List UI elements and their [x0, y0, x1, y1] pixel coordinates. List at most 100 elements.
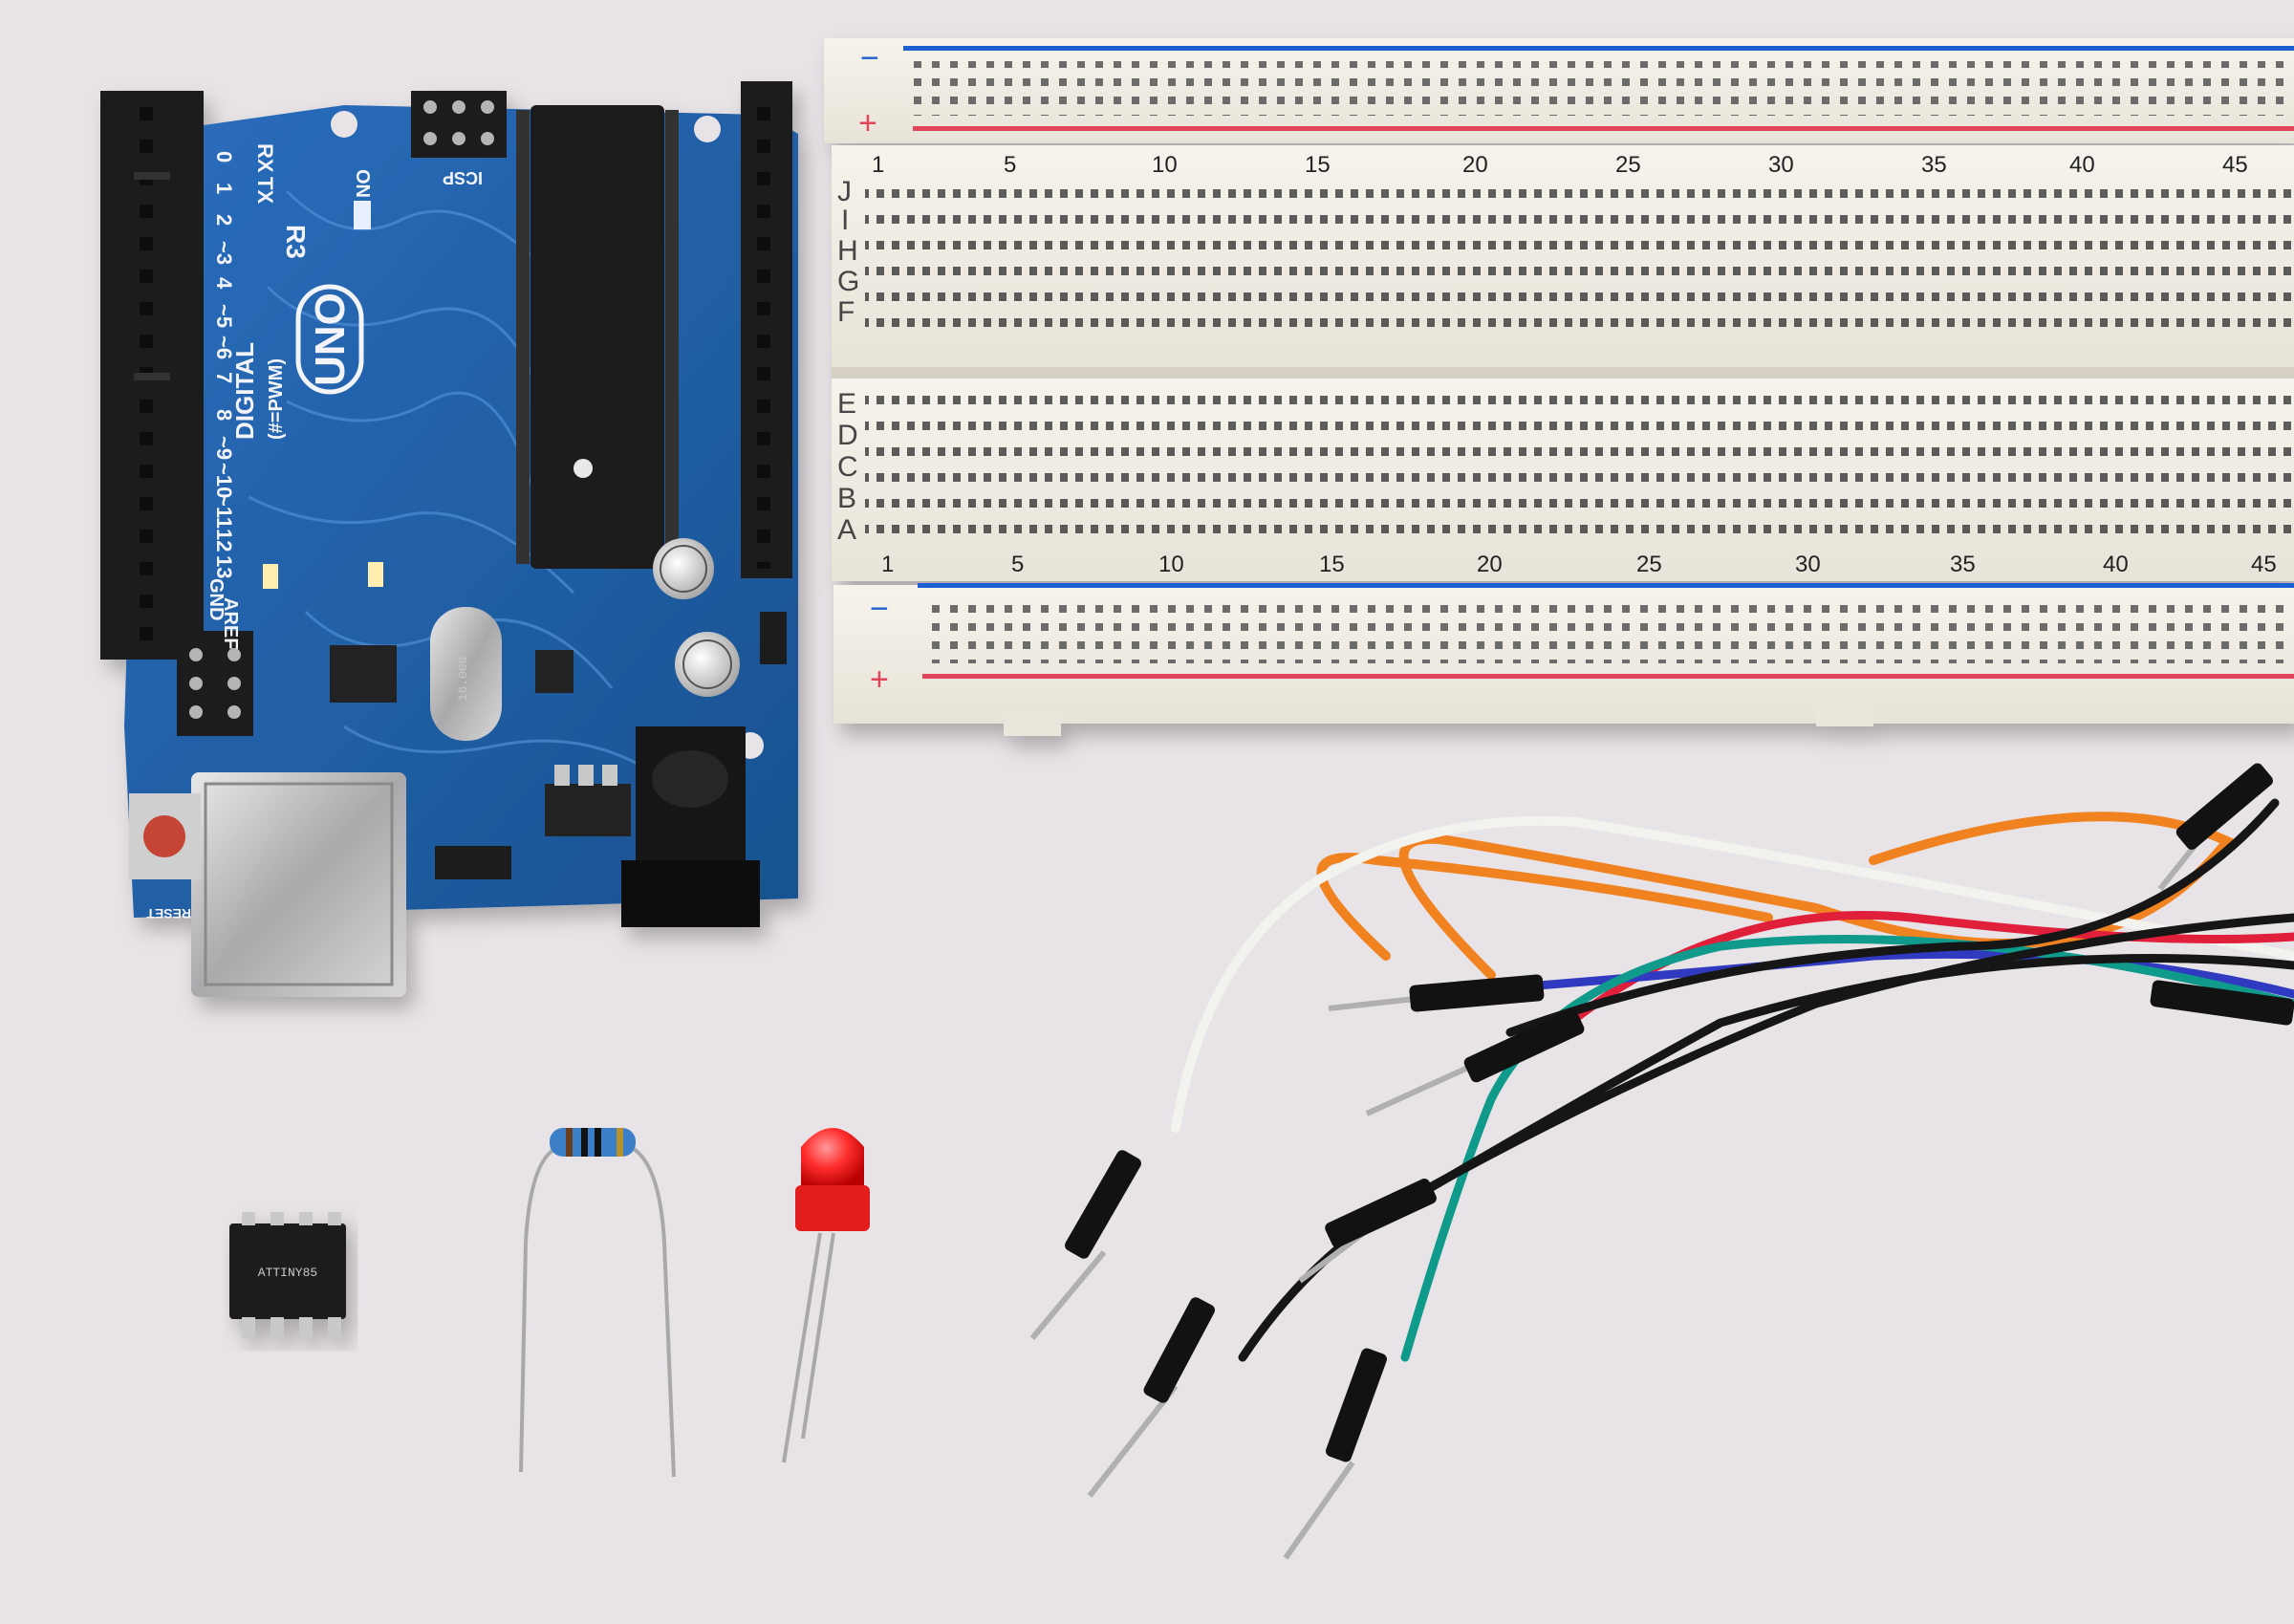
- row-labels-bottom: E D C B A: [837, 388, 858, 546]
- pin-label: 1: [212, 183, 236, 194]
- pin-label: 8: [212, 409, 236, 421]
- row-label: I: [841, 205, 849, 236]
- column-number: 1: [872, 152, 884, 178]
- column-number: 5: [1004, 152, 1016, 178]
- row-label: F: [837, 296, 855, 328]
- voltage-regulator: [545, 784, 631, 836]
- wire-pin: [1328, 974, 1545, 1012]
- pin-label: ~6: [212, 336, 236, 359]
- wire-black: [1333, 954, 2294, 1247]
- row-label: B: [837, 483, 856, 514]
- row-labels-top: J I H G F: [837, 176, 859, 328]
- pwm-note: (#=PWM): [266, 358, 287, 440]
- jumper-pins: [1029, 763, 2294, 1560]
- ic-marking: ATTINY85: [258, 1266, 317, 1280]
- wire-black: [1505, 798, 2280, 1037]
- tx-label: TX: [253, 177, 277, 204]
- onboard-led-on: [354, 201, 371, 229]
- regulator-ic: [535, 650, 574, 693]
- column-number: 15: [1319, 552, 1345, 577]
- wire-white: [1171, 815, 2294, 1133]
- resistor: [519, 1128, 676, 1478]
- wire-pin: [1298, 1179, 1437, 1284]
- column-number: 1: [881, 552, 894, 577]
- pin-label: 13: [212, 555, 236, 578]
- column-number: 5: [1011, 552, 1024, 577]
- wire-pin: [2150, 980, 2294, 1026]
- row-label: G: [837, 266, 859, 297]
- pin-label: 7: [212, 372, 236, 383]
- power-jack: [621, 726, 760, 927]
- row-label: A: [837, 514, 856, 546]
- column-number: 25: [1615, 152, 1641, 178]
- attiny-ic: ATTINY85: [229, 1212, 346, 1338]
- column-number: 35: [1950, 552, 1976, 577]
- wire-pin: [1087, 1297, 1216, 1498]
- crystal-oscillator: 16.000: [430, 607, 502, 741]
- revision-label: R3: [281, 225, 311, 259]
- digital-header: [100, 91, 204, 660]
- column-numbers-top: 1 5 10 15 20 25 30 35 40 45: [872, 152, 2248, 178]
- electrolytic-capacitors: [653, 538, 740, 697]
- reset-button: [129, 793, 201, 879]
- pin-label: 0: [212, 151, 236, 162]
- pin-label: ~10: [212, 463, 236, 498]
- aref-label: AREF: [220, 597, 241, 649]
- crystal-label: 16.000: [456, 657, 470, 702]
- digital-pin-labels: 0 1 2 ~3 4 ~5 ~6 7 8 ~9 ~10 ~11 12 13: [212, 151, 236, 578]
- column-number: 25: [1636, 552, 1662, 577]
- bottom-rail-plus: +: [870, 661, 889, 698]
- rx-label: RX: [253, 143, 277, 173]
- red-led: [782, 1128, 870, 1463]
- usb-b-connector: [191, 772, 406, 997]
- icsp-label: ICSP: [443, 168, 483, 187]
- center-channel: [832, 367, 2294, 379]
- column-number: 40: [2069, 152, 2095, 178]
- arduino-uno-board: 16.000: [100, 81, 798, 997]
- breadboard: − + J I H G F E D C B A 1 5 10 15: [824, 38, 2294, 736]
- column-number: 40: [2103, 552, 2129, 577]
- column-number: 45: [2222, 152, 2248, 178]
- pin-label: ~9: [212, 436, 236, 460]
- icsp-header-bottom: [177, 631, 253, 736]
- wire-pin: [1029, 1150, 1141, 1340]
- analog-header: [741, 81, 792, 578]
- pin-label: ~11: [212, 494, 236, 529]
- pin-label: ~5: [212, 304, 236, 328]
- onboard-led-tx: [263, 564, 278, 589]
- row-label: E: [837, 388, 856, 420]
- row-label: J: [837, 176, 852, 207]
- column-number: 30: [1768, 152, 1794, 178]
- column-number: 30: [1795, 552, 1821, 577]
- column-numbers-bottom: 1 5 10 15 20 25 30 35 40 45: [881, 552, 2277, 577]
- column-number: 10: [1158, 552, 1184, 577]
- row-label: C: [837, 451, 858, 483]
- column-number: 15: [1305, 152, 1331, 178]
- icsp-header-top: [411, 91, 507, 158]
- row-label: D: [837, 420, 858, 451]
- column-number: 20: [1477, 552, 1503, 577]
- wire-pin: [2157, 763, 2273, 891]
- onboard-led-rx: [368, 562, 383, 587]
- wire-pin: [1283, 1348, 1387, 1560]
- uno-logo: UNO: [295, 284, 364, 395]
- top-rail-minus: −: [860, 40, 879, 76]
- column-number: 45: [2251, 552, 2277, 577]
- bottom-rail-minus: −: [870, 591, 889, 627]
- pin-label: 12: [212, 529, 236, 552]
- pin-label: ~3: [212, 241, 236, 265]
- top-rail-plus: +: [858, 105, 877, 141]
- uno-logo-text: UNO: [307, 292, 354, 386]
- reset-label: RESET: [146, 906, 191, 921]
- usb-chip: [330, 645, 397, 703]
- column-number: 20: [1462, 152, 1488, 178]
- atmega328-chip: [516, 105, 679, 569]
- on-label: ON: [352, 169, 373, 198]
- fuse: [435, 846, 511, 879]
- column-number: 10: [1152, 152, 1178, 178]
- wire-pin: [1365, 1008, 1585, 1116]
- pin-label: 2: [212, 214, 236, 226]
- digital-label: DIGITAL: [230, 342, 259, 440]
- row-label: H: [837, 235, 858, 267]
